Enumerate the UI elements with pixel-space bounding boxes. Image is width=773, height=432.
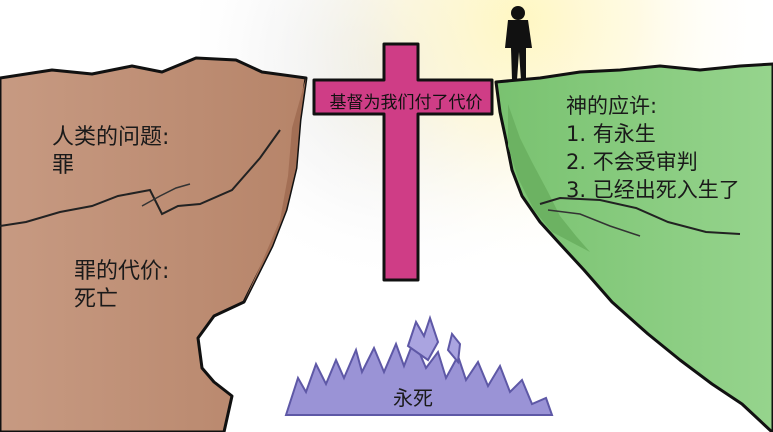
abyss-label: 永死 — [393, 386, 433, 410]
promise-item: 2. 不会受审判 — [566, 150, 698, 174]
person-icon — [505, 6, 532, 80]
cross-label: 基督为我们付了代价 — [329, 93, 483, 113]
left-cliff — [0, 56, 308, 432]
promise-title: 神的应许: — [566, 94, 658, 118]
cost-label: 罪的代价: 死亡 — [74, 258, 169, 314]
flames-icon — [284, 314, 554, 416]
promise-label: 神的应许: 1. 有永生 2. 不会受审判 3. 已经出死入生了 — [566, 92, 740, 204]
problem-label: 人类的问题: 罪 — [52, 124, 169, 180]
problem-title: 人类的问题: — [52, 125, 170, 150]
cross-icon — [312, 42, 494, 282]
right-cliff — [494, 62, 773, 432]
cost-title: 罪的代价: — [74, 259, 170, 284]
cost-value: 死亡 — [74, 287, 119, 312]
problem-value: 罪 — [52, 153, 75, 178]
promise-item: 3. 已经出死入生了 — [566, 178, 740, 202]
promise-item: 1. 有永生 — [566, 122, 656, 146]
